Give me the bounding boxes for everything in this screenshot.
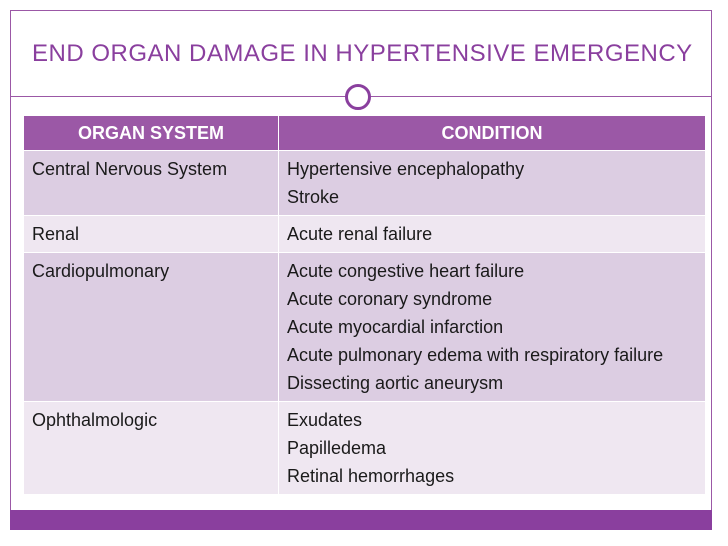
table-row: Renal Acute renal failure	[23, 215, 706, 253]
organ-cell: Renal	[23, 215, 279, 253]
condition-item: Stroke	[287, 187, 340, 207]
condition-item: Acute myocardial infarction	[287, 317, 504, 337]
organ-cell: Cardiopulmonary	[23, 252, 279, 402]
condition-item: Acute renal failure	[287, 224, 433, 244]
header-organ-system: ORGAN SYSTEM	[23, 115, 279, 151]
organ-damage-table: ORGAN SYSTEM CONDITION Central Nervous S…	[23, 115, 706, 495]
condition-cell: Acute renal failure	[278, 215, 706, 253]
table-row: Cardiopulmonary Acute congestive heart f…	[23, 252, 706, 402]
condition-item: Exudates	[287, 410, 363, 430]
condition-item: Acute pulmonary edema with respiratory f…	[287, 345, 664, 365]
condition-item: Papilledema	[287, 438, 387, 458]
table-row: Ophthalmologic Exudates Papilledema Reti…	[23, 401, 706, 495]
condition-item: Acute congestive heart failure	[287, 261, 525, 281]
condition-item: Dissecting aortic aneurysm	[287, 373, 504, 393]
organ-cell: Ophthalmologic	[23, 401, 279, 495]
slide-title: END ORGAN DAMAGE IN HYPERTENSIVE EMERGEN…	[32, 40, 693, 67]
organ-cell: Central Nervous System	[23, 150, 279, 216]
condition-item: Acute coronary syndrome	[287, 289, 493, 309]
condition-item: Hypertensive encephalopathy	[287, 159, 525, 179]
condition-cell: Acute congestive heart failure Acute cor…	[278, 252, 706, 402]
table-header-row: ORGAN SYSTEM CONDITION	[23, 115, 706, 151]
ring-ornament-icon	[345, 84, 371, 110]
condition-cell: Hypertensive encephalopathy Stroke	[278, 150, 706, 216]
condition-cell: Exudates Papilledema Retinal hemorrhages	[278, 401, 706, 495]
condition-item: Retinal hemorrhages	[287, 466, 455, 486]
table-row: Central Nervous System Hypertensive ence…	[23, 150, 706, 216]
footer-accent-bar	[10, 510, 712, 530]
header-condition: CONDITION	[278, 115, 706, 151]
